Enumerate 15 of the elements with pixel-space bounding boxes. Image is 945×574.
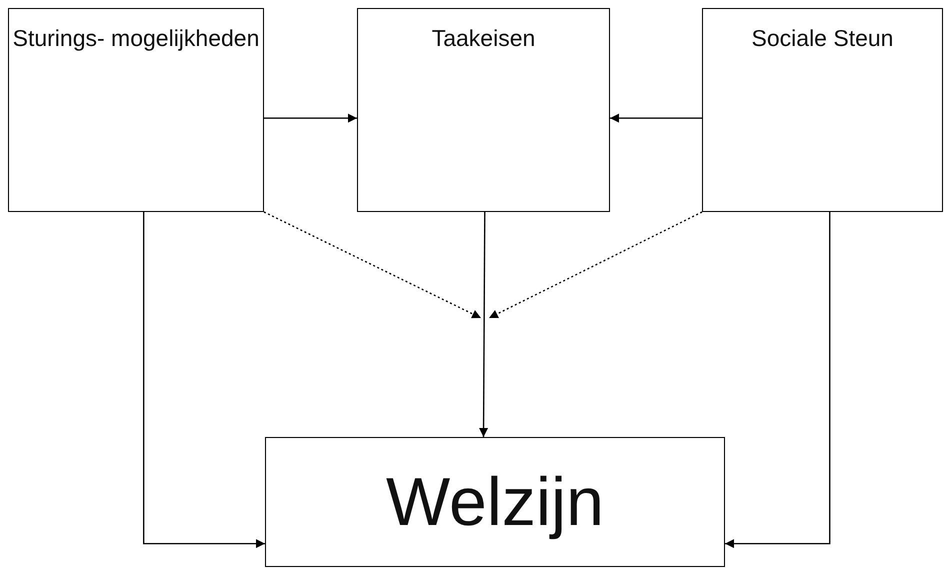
box-label: Sturings- mogelijkheden bbox=[12, 24, 260, 53]
concept-box bbox=[357, 8, 610, 212]
box-label: Welzijn bbox=[386, 463, 604, 542]
arrow bbox=[264, 114, 357, 123]
concept-box bbox=[8, 8, 264, 212]
dotted-arrow bbox=[264, 211, 482, 319]
arrow bbox=[725, 212, 830, 548]
arrow bbox=[143, 212, 265, 548]
dotted-arrow bbox=[488, 211, 702, 319]
concept-box bbox=[265, 437, 725, 567]
box-label: Sociale Steun bbox=[752, 24, 894, 53]
arrow bbox=[610, 114, 702, 123]
concept-box bbox=[702, 8, 943, 212]
box-label: Taakeisen bbox=[432, 24, 536, 53]
arrow bbox=[479, 212, 488, 437]
